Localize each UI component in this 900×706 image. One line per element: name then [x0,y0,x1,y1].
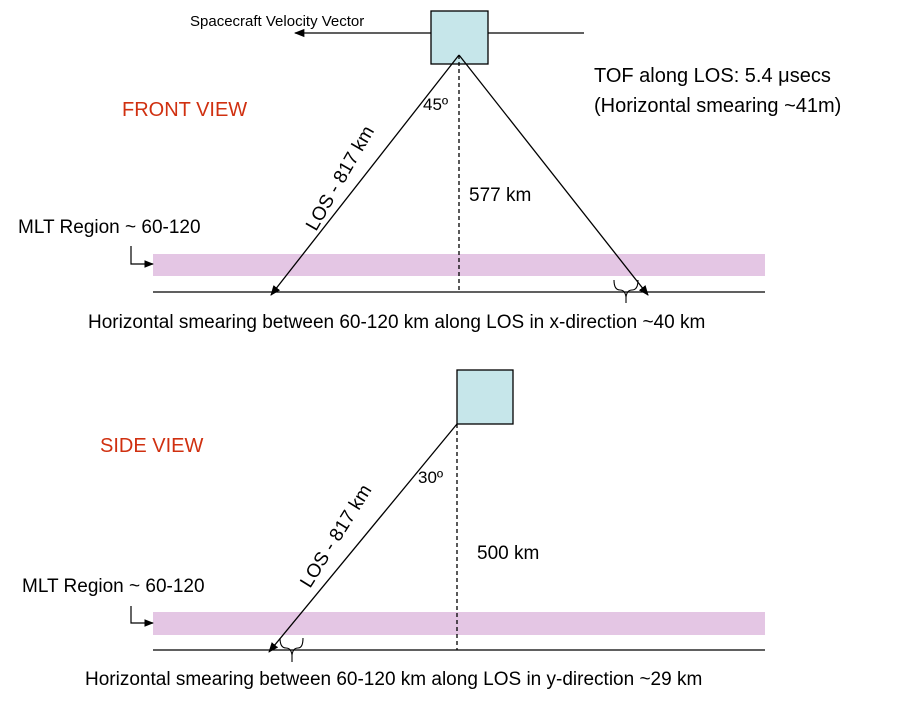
altitude-label: 577 km [469,185,531,206]
side-view-panel: SIDE VIEW 30º LOS - 817 km 500 km MLT Re… [22,369,765,690]
smearing-brace-side [279,637,304,656]
los-line-right [458,54,649,296]
side-view-caption: Horizontal smearing between 60-120 km al… [85,669,702,690]
mlt-region-label-side: MLT Region ~ 60-120 [22,576,205,597]
front-view-caption: Horizontal smearing between 60-120 km al… [88,312,705,333]
mlt-pointer-arrow [130,246,154,268]
mlt-pointer-arrow-side [130,606,154,627]
smearing-brace [613,279,639,298]
tof-text: TOF along LOS: 5.4 μsecs [594,65,831,87]
altitude-label-side: 500 km [477,543,539,564]
mlt-region-band-side [153,612,765,635]
los-line-left [270,54,460,296]
mlt-region-label: MLT Region ~ 60-120 [18,217,201,238]
angle-label-side: 30º [418,468,443,487]
front-view-panel: Spacecraft Velocity Vector TOF along LOS… [18,10,841,333]
velocity-vector-label: Spacecraft Velocity Vector [190,13,364,30]
angle-label: 45º [423,95,448,114]
los-line-side [268,423,458,653]
spacecraft-box-side [456,369,514,425]
front-view-heading: FRONT VIEW [122,99,247,121]
side-view-heading: SIDE VIEW [100,435,203,457]
los-label: LOS - 817 km [302,122,379,234]
tof-smearing-text: (Horizontal smearing ~41m) [594,95,841,117]
